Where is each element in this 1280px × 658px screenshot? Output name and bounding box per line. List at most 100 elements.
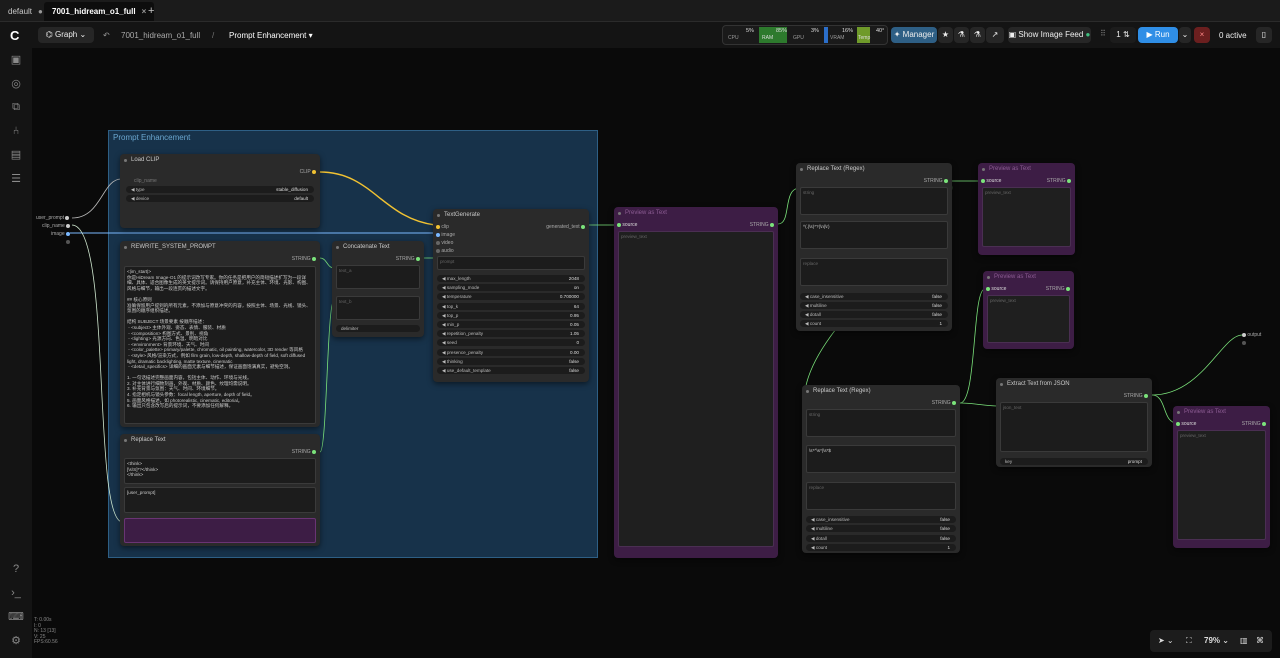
minimap-icon[interactable]: ▥ <box>1240 636 1248 645</box>
pattern-textarea[interactable]: \s*^\s*|\s*$ <box>806 445 956 473</box>
panel-toggle-icon[interactable]: ▯ <box>1256 27 1272 43</box>
flask-icon[interactable]: ⚗ <box>954 27 969 43</box>
json-text-input[interactable]: json_text <box>1000 402 1148 452</box>
node-preview-text-4[interactable]: Preview as Text source STRING preview_te… <box>1173 406 1270 548</box>
output-clip[interactable]: CLIP <box>300 169 316 175</box>
find-textarea[interactable]: <think> [\s\S]*?</think> </think> <box>124 458 316 484</box>
output-string[interactable]: STRING <box>396 256 420 262</box>
manager-button[interactable]: ✦ Manager <box>891 27 937 43</box>
graph-mode-button[interactable]: ⌬ Graph ⌄ <box>38 27 94 43</box>
breadcrumb-subgraph[interactable]: Prompt Enhancement ▾ <box>229 31 313 40</box>
keyboard-icon[interactable]: ⌨ <box>8 611 24 623</box>
images-icon[interactable]: ▣ <box>10 54 22 66</box>
graph-canvas[interactable]: Prompt Enhancement user_prompt clip_name… <box>32 48 1280 658</box>
star-icon[interactable]: ★ <box>938 27 953 43</box>
preview-textarea[interactable]: preview_text <box>982 187 1071 247</box>
show-image-feed-button[interactable]: ▣ Show Image Feed ● <box>1008 27 1091 43</box>
node-replace-regex-1[interactable]: Replace Text (Regex) STRING string ^(.|\… <box>796 163 952 331</box>
input-video[interactable]: video <box>436 240 453 246</box>
replace-textarea[interactable]: replace <box>800 258 948 286</box>
templates-icon[interactable]: ▤ <box>10 149 22 161</box>
node-rewrite-system-prompt[interactable]: REWRITE_SYSTEM_PROMPT STRING <|im_start|… <box>120 241 320 427</box>
flask-alt-icon[interactable]: ⚗ <box>970 27 985 43</box>
text-b-input[interactable]: text_b <box>336 296 420 320</box>
tab-default[interactable]: default● <box>0 2 51 21</box>
input-source[interactable]: source <box>617 222 637 228</box>
comfy-logo-icon[interactable]: C <box>10 28 20 43</box>
input-source[interactable]: source <box>1176 421 1196 427</box>
pattern-textarea[interactable]: ^(.|\s)*?(\n|\r) <box>800 221 948 249</box>
output-string[interactable]: STRING <box>1046 286 1070 292</box>
terminal-icon[interactable]: ›_ <box>11 587 21 599</box>
node-concatenate-text[interactable]: Concatenate Text STRING text_a text_b de… <box>332 241 424 337</box>
input-clip-name[interactable]: clip_name <box>42 223 71 229</box>
node-replace-text[interactable]: Replace Text STRING <think> [\s\S]*?</th… <box>120 434 320 546</box>
breadcrumb-workflow[interactable]: 7001_hidream_o1_full <box>121 31 201 40</box>
node-preview-text-3[interactable]: Preview as Text source STRING preview_te… <box>983 271 1074 349</box>
link-visibility-icon[interactable]: ⌘ <box>1256 636 1264 645</box>
output-slot[interactable]: output <box>1242 332 1261 338</box>
input-source[interactable]: source <box>981 178 1001 184</box>
nodes-icon[interactable]: ◎ <box>11 78 21 90</box>
text-input[interactable] <box>124 518 316 543</box>
node-preview-text-1[interactable]: Preview as Text source STRING preview_te… <box>614 207 778 558</box>
run-options-chevron-icon[interactable]: ⌄ <box>1179 27 1191 43</box>
delimiter-input[interactable]: delimiter <box>336 325 420 332</box>
output-string[interactable]: STRING <box>1047 178 1071 184</box>
help-icon[interactable]: ? <box>12 563 20 575</box>
settings-gear-icon[interactable]: ⚙ <box>11 635 21 647</box>
queue-icon[interactable]: ☰ <box>11 173 21 185</box>
text-a-input[interactable]: text_a <box>336 265 420 289</box>
queue-count-input[interactable]: 1 ⇅ <box>1110 27 1136 43</box>
string-input[interactable]: string <box>800 187 948 215</box>
preview-textarea[interactable]: preview_text <box>987 295 1070 343</box>
new-tab-icon[interactable]: + <box>148 5 155 17</box>
input-audio[interactable]: audio <box>436 248 454 254</box>
output-generated-text[interactable]: generated_text <box>546 224 585 230</box>
tab-workflow[interactable]: 7001_hidream_o1_full× <box>44 2 155 21</box>
preview-textarea[interactable]: preview_text <box>618 231 774 547</box>
input-image[interactable]: image <box>436 232 455 238</box>
input-user-prompt[interactable]: user_prompt <box>36 215 70 221</box>
node-replace-regex-2[interactable]: Replace Text (Regex) STRING string \s*^\… <box>802 385 960 553</box>
zoom-level[interactable]: 79% ⌄ <box>1204 636 1229 645</box>
models-icon[interactable]: ⧉ <box>12 101 20 113</box>
back-icon[interactable]: ↶ <box>103 31 110 40</box>
workflows-icon[interactable]: ⑃ <box>12 125 20 137</box>
fit-view-icon[interactable]: ⛶ <box>1186 636 1192 645</box>
output-string[interactable]: STRING <box>750 222 774 228</box>
output-string[interactable]: STRING <box>292 256 316 262</box>
input-image[interactable]: image <box>51 231 71 237</box>
prompt-input[interactable]: prompt <box>437 256 585 270</box>
share-icon[interactable]: ↗ <box>986 27 1004 43</box>
close-icon[interactable]: × <box>141 7 147 16</box>
node-preview-text-2[interactable]: Preview as Text source STRING preview_te… <box>978 163 1075 255</box>
node-extract-json[interactable]: Extract Text from JSON STRING json_text … <box>996 378 1152 467</box>
node-text-generate[interactable]: TextGenerate generated_text clip image v… <box>433 209 589 382</box>
drag-handle-icon[interactable]: ⠿ <box>1100 29 1106 38</box>
output-string[interactable]: STRING <box>292 449 316 455</box>
input-empty-slot[interactable] <box>66 239 70 245</box>
output-string[interactable]: STRING <box>1124 393 1148 399</box>
replace-textarea[interactable]: [user_prompt] <box>124 487 316 513</box>
replace-textarea[interactable]: replace <box>806 482 956 510</box>
input-clip[interactable]: clip <box>436 224 449 230</box>
